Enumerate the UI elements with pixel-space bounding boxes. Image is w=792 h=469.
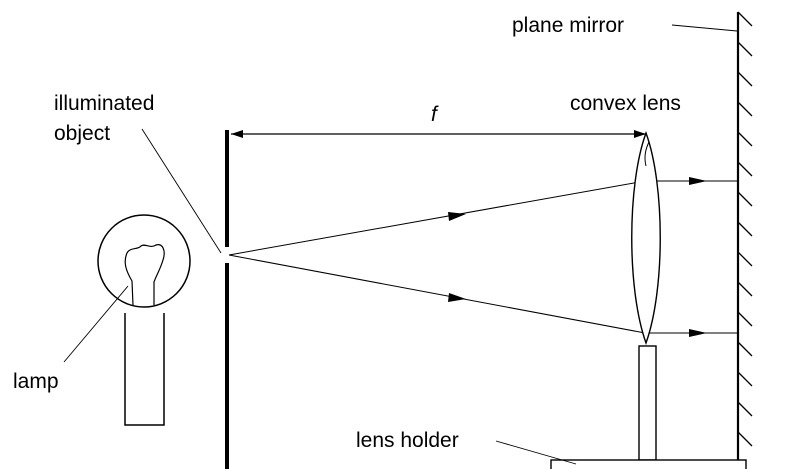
ray-arrow-lower (448, 293, 466, 302)
lamp-filament (124, 244, 165, 306)
lamp (97, 214, 191, 426)
leader-lines (63, 24, 738, 465)
ray-upper (228, 180, 646, 256)
lens-highlight (644, 141, 650, 167)
leader-plane-mirror (671, 24, 738, 32)
ray-arrowheads (448, 177, 707, 337)
ray-lower (228, 254, 646, 334)
ray-arrow-lower-parallel (689, 329, 707, 337)
leader-illuminated-object (141, 128, 222, 254)
lamp-bulb (97, 214, 191, 308)
label-convex-lens: convex lens (570, 92, 681, 115)
label-illuminated-line2: object (54, 122, 110, 145)
lamp-housing (124, 313, 165, 426)
leader-lamp (63, 285, 129, 363)
mirror-hatching (737, 11, 753, 447)
plane-mirror (736, 11, 753, 469)
lens-holder-base (550, 459, 747, 469)
ray-arrow-upper (448, 212, 466, 221)
light-rays (228, 180, 738, 334)
label-lens-holder: lens holder (356, 429, 459, 452)
label-plane-mirror: plane mirror (512, 14, 624, 37)
leader-lens-holder (495, 440, 577, 465)
label-lamp: lamp (13, 370, 59, 393)
label-illuminated-line1: illuminated (54, 92, 154, 115)
lens-holder-stem (638, 345, 657, 461)
ray-arrow-upper-parallel (689, 177, 707, 185)
label-focal-length: f (431, 103, 439, 126)
convex-lens (631, 130, 661, 346)
lens-holder (550, 345, 747, 469)
